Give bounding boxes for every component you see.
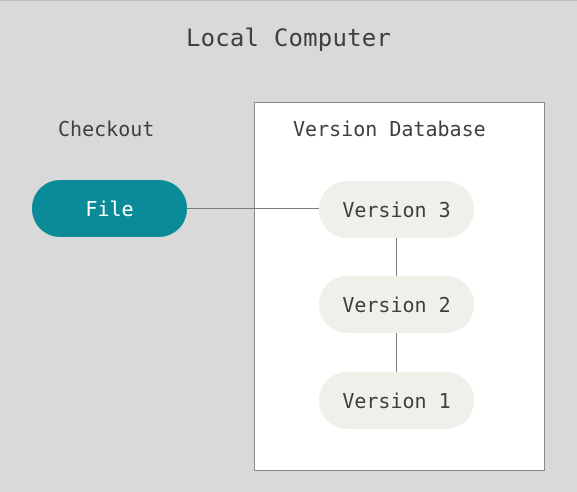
- version-3-node: Version 3: [319, 181, 474, 238]
- version-2-node: Version 2: [319, 276, 474, 333]
- version-1-node: Version 1: [319, 372, 474, 429]
- checkout-label: Checkout: [58, 117, 155, 141]
- version-3-to-version-2-connector: [396, 238, 397, 276]
- file-to-version-3-connector: [187, 208, 319, 209]
- version-database-label: Version Database: [293, 117, 486, 141]
- local-computer-title: Local Computer: [185, 24, 392, 52]
- version-2-to-version-1-connector: [396, 333, 397, 372]
- file-node: File: [32, 180, 187, 237]
